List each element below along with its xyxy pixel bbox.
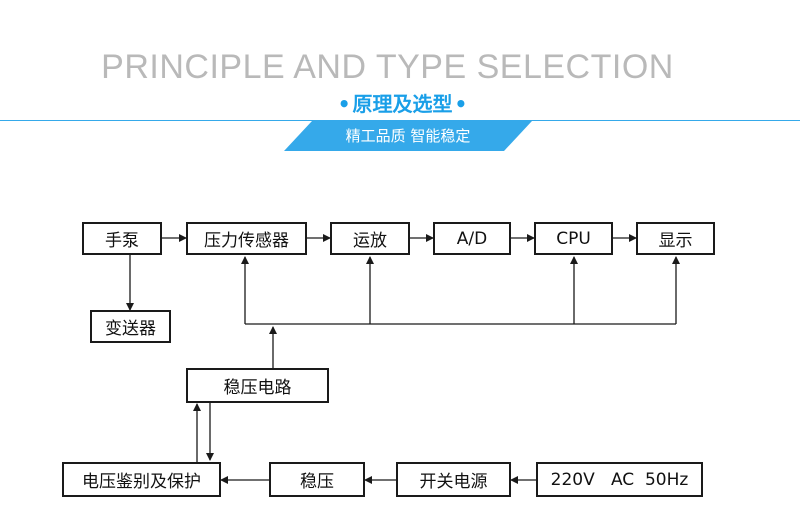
block-cpu: CPU <box>534 222 613 255</box>
block-display: 显示 <box>636 222 715 255</box>
block-regulator-circuit: 稳压电路 <box>186 368 329 403</box>
block-amplifier: 运放 <box>330 222 410 255</box>
subtitle-banner <box>284 121 532 151</box>
block-regulator: 稳压 <box>269 462 365 497</box>
subtitle-text: 精工品质 智能稳定 <box>345 127 471 145</box>
block-pressure-sensor: 压力传感器 <box>186 222 307 255</box>
block-transmitter: 变送器 <box>90 310 171 343</box>
block-adc: A/D <box>433 222 511 255</box>
title-chinese: •原理及选型• <box>0 88 800 117</box>
block-mains: 220V AC 50Hz <box>536 462 703 497</box>
block-voltage-protect: 电压鉴别及保护 <box>62 462 221 497</box>
block-hand-pump: 手泵 <box>82 222 162 255</box>
bullet-dot-icon: • <box>454 92 468 116</box>
header-divider <box>0 120 800 121</box>
title-english: PRINCIPLE AND TYPE SELECTION <box>101 48 674 86</box>
block-switching-psu: 开关电源 <box>396 462 511 497</box>
title-chinese-text: 原理及选型 <box>352 92 453 116</box>
bullet-dot-icon: • <box>337 92 351 116</box>
